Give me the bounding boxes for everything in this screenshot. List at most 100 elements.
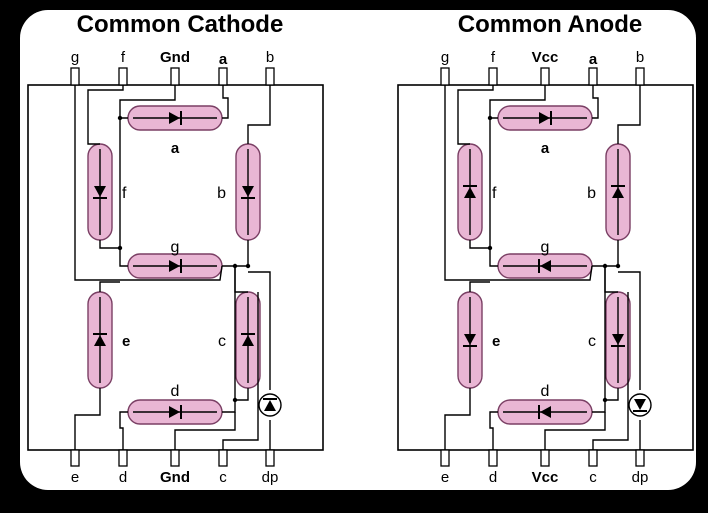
junction-dot: [232, 397, 238, 403]
top-pin-label-gnd: Gnd: [160, 49, 190, 66]
common-wire: [544, 412, 606, 450]
bus-wire: [222, 240, 249, 267]
common-wire: [489, 85, 546, 119]
diode-icon: [93, 186, 107, 199]
bottom-pin-label-c: c: [589, 469, 597, 486]
diode-icon: [611, 185, 625, 198]
diode-icon: [263, 398, 277, 411]
bottom-pin-label-d: d: [119, 469, 127, 486]
common-wire: [174, 412, 236, 450]
diode-icon: [633, 399, 647, 412]
top-pin: [588, 67, 598, 86]
segment-a: [497, 105, 593, 131]
bottom-pin: [540, 449, 550, 467]
top-pin-label-b: b: [266, 49, 274, 66]
top-pin-label-g: g: [71, 49, 79, 66]
pin-wire-b: [247, 85, 271, 144]
top-pin-label-b: b: [636, 49, 644, 66]
pin-wire-f: [87, 85, 124, 145]
segment-f-label: f: [122, 185, 127, 202]
segment-g-label: g: [171, 239, 180, 256]
junction-dot: [245, 263, 251, 269]
segment-d-label: d: [171, 383, 180, 400]
top-pin: [488, 67, 498, 86]
bottom-pin: [118, 449, 128, 467]
bottom-pin-label-d: d: [489, 469, 497, 486]
diagram-title: Common Anode: [458, 11, 642, 38]
bottom-pin-label-c: c: [219, 469, 227, 486]
pin-wire-dp: [618, 271, 641, 390]
segment-e: [457, 291, 483, 389]
top-pin: [635, 67, 645, 86]
pin-wire-e: [74, 388, 101, 450]
pin-wire-g: [74, 85, 223, 281]
diode-icon: [463, 334, 477, 347]
diode-icon: [241, 333, 255, 346]
bottom-pin-label-dp: dp: [632, 469, 649, 486]
segment-b: [235, 143, 261, 241]
common-wire: [99, 118, 121, 249]
segment-b: [605, 143, 631, 241]
segment-c-label: c: [218, 333, 226, 350]
top-pin-label-f: f: [121, 49, 126, 66]
diode-icon: [539, 111, 552, 125]
top-pin: [170, 67, 180, 86]
pin-wire-a: [222, 85, 229, 119]
segment-d: [497, 399, 593, 425]
common-wire: [119, 85, 176, 119]
diode-icon: [611, 334, 625, 347]
diode-icon: [93, 333, 107, 346]
segment-g-label: g: [541, 239, 550, 256]
segment-d: [127, 399, 223, 425]
segment-a-label: a: [541, 140, 550, 157]
junction-dot: [615, 263, 621, 269]
segment-g: [127, 253, 223, 279]
segment-f: [87, 143, 113, 241]
pin-wire-d: [119, 411, 128, 450]
bus-wire: [592, 240, 619, 267]
top-pin: [265, 67, 275, 86]
segment-e-label: e: [122, 333, 130, 350]
diode-icon: [538, 405, 551, 419]
bottom-pin-label-e: e: [441, 469, 449, 486]
top-pin: [440, 67, 450, 86]
segment-f-label: f: [492, 185, 497, 202]
bottom-pin: [588, 449, 598, 467]
bottom-pin-label-vcc: Vcc: [532, 469, 559, 486]
bottom-pin: [70, 449, 80, 467]
top-pin: [218, 67, 228, 86]
pin-wire-c: [592, 292, 629, 450]
top-pin: [118, 67, 128, 86]
pin-wire-dp: [248, 271, 271, 390]
pin-wire-a: [592, 85, 599, 119]
diode-icon: [538, 259, 551, 273]
segment-c: [235, 291, 261, 389]
diode-icon: [241, 186, 255, 199]
bottom-pin: [440, 449, 450, 467]
top-pin-label-g: g: [441, 49, 449, 66]
pin-wire-e: [99, 281, 120, 292]
segment-a: [127, 105, 223, 131]
diode-icon: [169, 111, 182, 125]
segment-b-label: b: [217, 185, 226, 202]
top-pin-label-f: f: [491, 49, 496, 66]
top-pin: [70, 67, 80, 86]
top-pin: [540, 67, 550, 86]
segment-c-label: c: [588, 333, 596, 350]
segment-e: [87, 291, 113, 389]
pin-wire-f: [457, 85, 494, 145]
segment-b-label: b: [587, 185, 596, 202]
pin-wire-b: [617, 85, 641, 144]
top-pin-label-a: a: [589, 51, 598, 68]
pin-wire-d: [489, 411, 498, 450]
pin-wire-g: [444, 85, 593, 281]
junction-dot: [602, 397, 608, 403]
top-pin-label-a: a: [219, 51, 228, 68]
pin-wire-c: [222, 292, 259, 450]
bottom-pin-label-e: e: [71, 469, 79, 486]
segment-a-label: a: [171, 140, 180, 157]
